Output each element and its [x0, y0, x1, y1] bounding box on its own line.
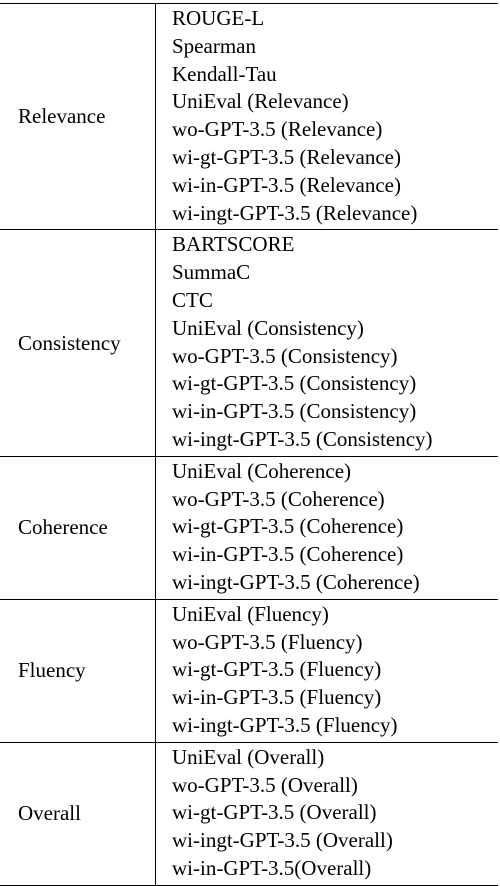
metric-item: UniEval (Fluency): [172, 601, 329, 626]
dimension-label: Relevance: [0, 4, 156, 230]
metric-item: wi-ingt-GPT-3.5 (Consistency): [172, 426, 433, 451]
dimension-label: Coherence: [0, 456, 156, 599]
dimension-label: Fluency: [0, 599, 156, 742]
metric-list: UniEval (Overall) wo-GPT-3.5 (Overall) wi-…: [156, 743, 498, 885]
table-group-coherence: Coherence UniEval (Coherence) wo-GPT-3.5 (…: [0, 456, 498, 600]
dimension-label: Consistency: [0, 230, 156, 456]
metric-item: wi-gt-GPT-3.5 (Coherence): [172, 514, 404, 539]
metric-item: wi-in-GPT-3.5 (Coherence): [172, 542, 404, 567]
metric-item: wo-GPT-3.5 (Relevance): [172, 117, 383, 142]
metric-item: UniEval (Coherence): [172, 458, 352, 483]
metric-item: wo-GPT-3.5 (Consistency): [172, 343, 398, 368]
metric-item: wi-in-GPT-3.5(Overall): [172, 855, 372, 880]
table-group-fluency: Fluency UniEval (Fluency) wo-GPT-3.5 (Flue…: [0, 599, 498, 743]
metric-item: CTC: [172, 287, 213, 312]
metric-item: wo-GPT-3.5 (Coherence): [172, 486, 385, 511]
metric-item: wi-ingt-GPT-3.5 (Fluency): [172, 712, 398, 737]
metric-item: ROUGE-L: [172, 6, 265, 30]
metric-item: BARTSCORE: [172, 232, 295, 257]
metric-item: UniEval (Overall): [172, 744, 325, 769]
table-group-overall: Overall UniEval (Overall) wo-GPT-3.5 (Over…: [0, 742, 498, 886]
metric-item: Kendall-Tau: [172, 61, 277, 86]
metric-item: wi-ingt-GPT-3.5 (Relevance): [172, 200, 418, 225]
metric-item: wi-in-GPT-3.5 (Relevance): [172, 172, 401, 197]
metric-item: UniEval (Consistency): [172, 315, 364, 340]
metric-item: UniEval (Relevance): [172, 89, 349, 114]
metric-item: wi-gt-GPT-3.5 (Consistency): [172, 371, 417, 396]
metric-item: wi-in-GPT-3.5 (Consistency): [172, 399, 417, 424]
metric-item: Spearman: [172, 33, 256, 58]
metric-item: wi-gt-GPT-3.5 (Fluency): [172, 657, 382, 682]
metric-item: wi-gt-GPT-3.5 (Overall): [172, 800, 377, 825]
metric-list: UniEval (Coherence) wo-GPT-3.5 (Coherence…: [156, 457, 498, 599]
metric-item: wo-GPT-3.5 (Fluency): [172, 629, 363, 654]
metric-item: wi-in-GPT-3.5 (Fluency): [172, 685, 382, 710]
metric-item: wi-ingt-GPT-3.5 (Overall): [172, 828, 393, 853]
metric-item: SummaC: [172, 260, 251, 285]
dimension-label: Overall: [0, 742, 156, 885]
metric-list: UniEval (Fluency) wo-GPT-3.5 (Fluency) wi-…: [156, 600, 498, 742]
metric-item: wi-ingt-GPT-3.5 (Coherence): [172, 569, 420, 594]
metric-item: wi-gt-GPT-3.5 (Relevance): [172, 144, 401, 169]
metric-item: wo-GPT-3.5 (Overall): [172, 772, 358, 797]
